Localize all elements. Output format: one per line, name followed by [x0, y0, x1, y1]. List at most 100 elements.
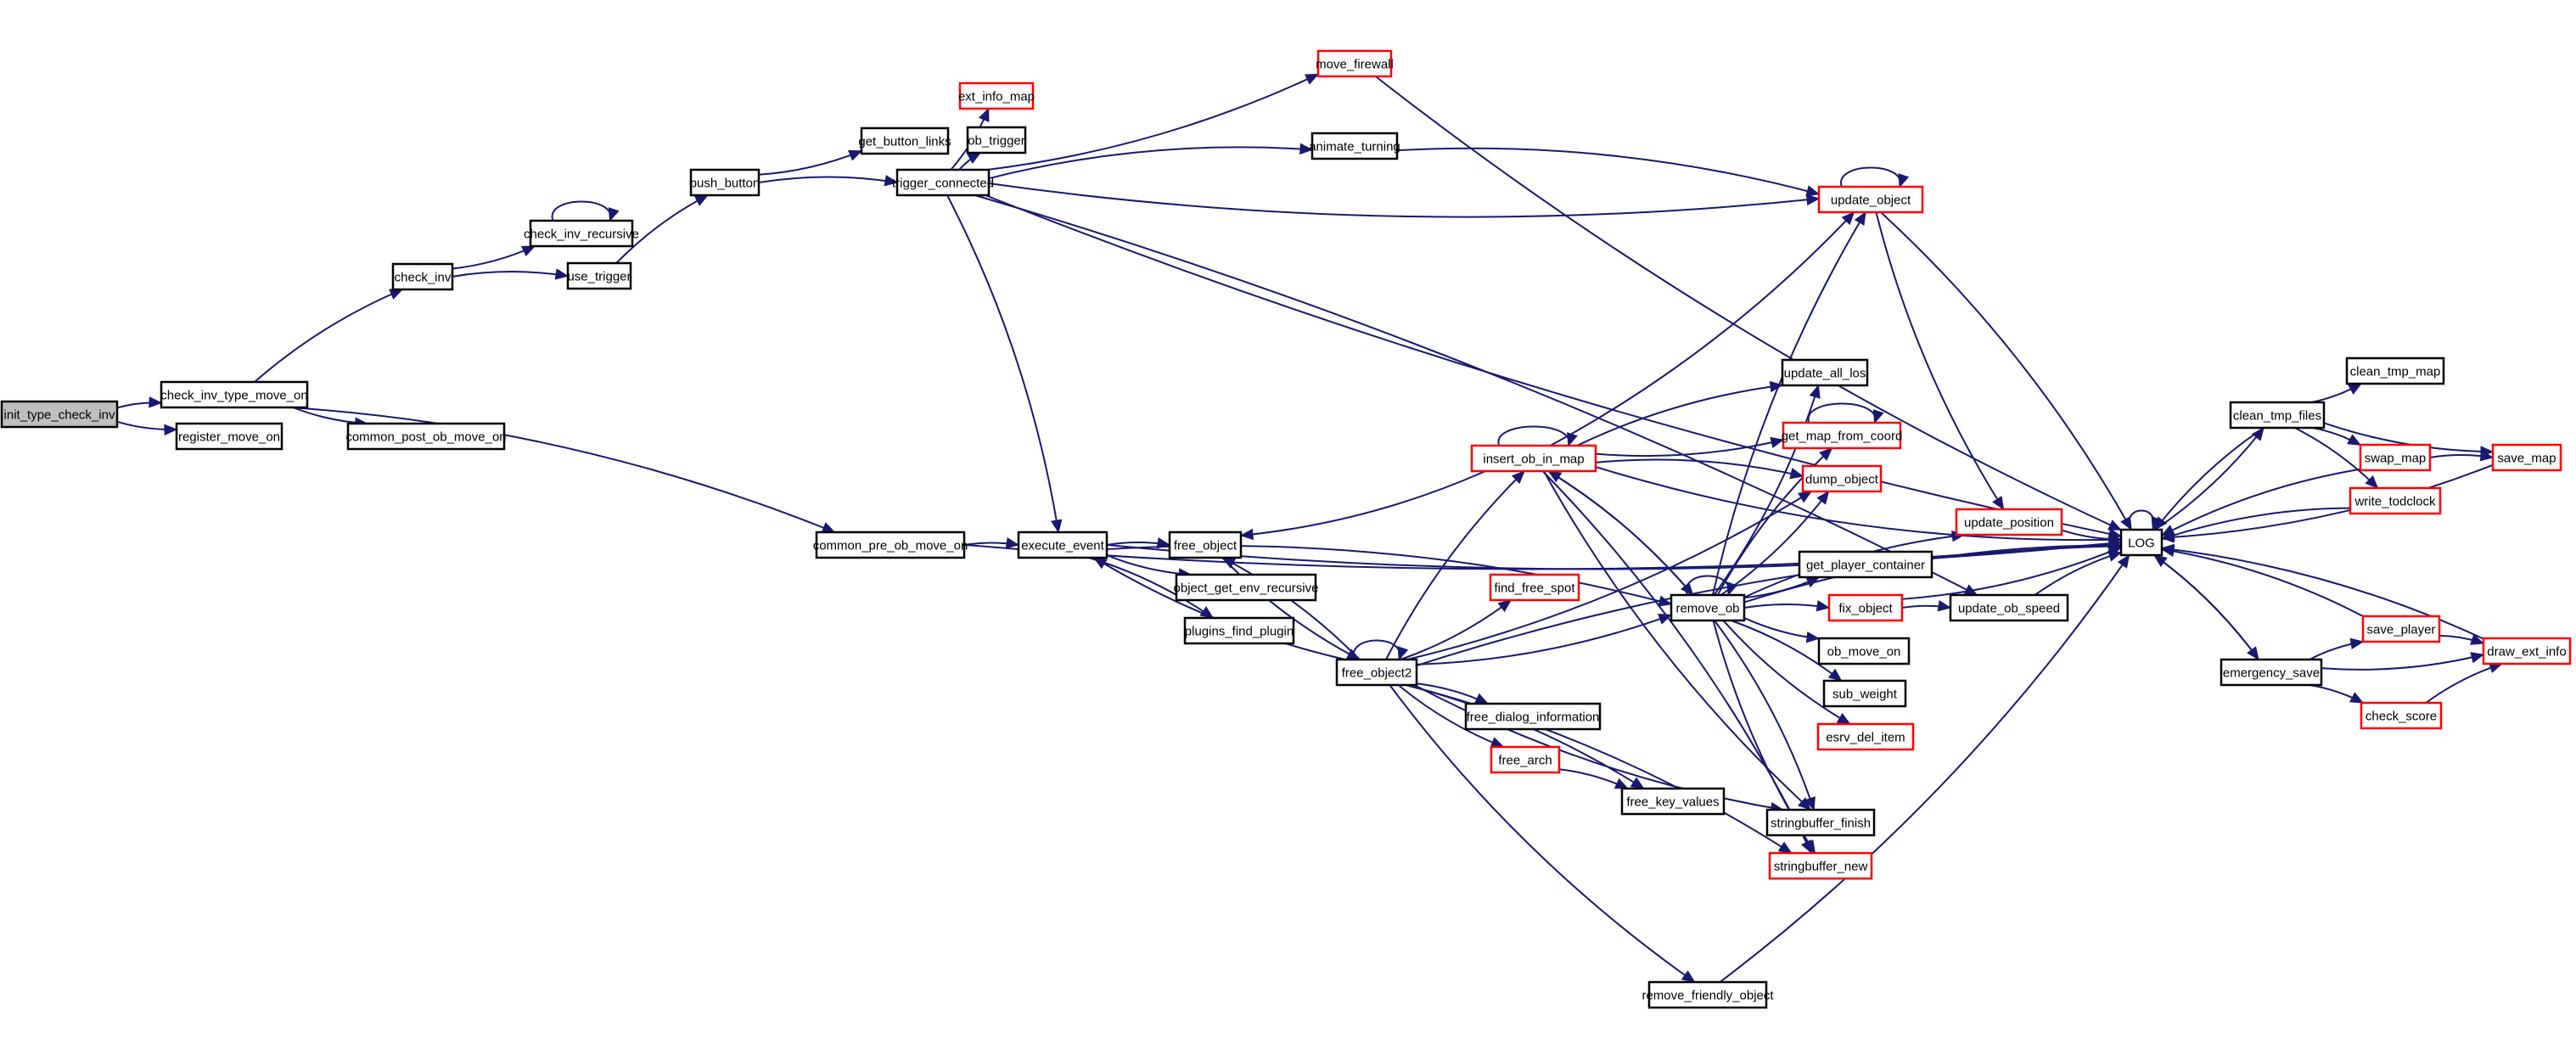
node-box-execute_event[interactable] [1017, 531, 1108, 559]
node-box-find_free_spot[interactable] [1489, 573, 1580, 602]
node-stringbuffer_new[interactable]: stringbuffer_new [1768, 851, 1873, 880]
node-box-common_pre_ob_move_on[interactable] [815, 531, 966, 559]
node-update_position[interactable]: update_position [1955, 508, 2063, 536]
node-find_free_spot[interactable]: find_free_spot [1489, 573, 1580, 602]
node-free_object[interactable]: free_object [1168, 531, 1243, 559]
node-save_player[interactable]: save_player [2361, 615, 2441, 643]
node-box-clean_tmp_files[interactable] [2229, 401, 2326, 430]
node-sub_weight[interactable]: sub_weight [1822, 679, 1907, 708]
node-box-register_move_on[interactable] [175, 422, 283, 451]
node-box-check_inv_type_move_on[interactable] [160, 380, 309, 409]
node-box-free_object2[interactable] [1335, 658, 1418, 687]
node-emergency_save[interactable]: emergency_save [2220, 658, 2323, 687]
node-esrv_del_item[interactable]: esrv_del_item [1816, 722, 1915, 751]
node-box-remove_friendly_object[interactable] [1647, 980, 1768, 1009]
node-box-free_object[interactable] [1168, 531, 1243, 559]
node-box-check_inv_recursive[interactable] [529, 219, 634, 248]
node-free_object2[interactable]: free_object2 [1335, 658, 1418, 687]
node-fix_object[interactable]: fix_object [1827, 593, 1904, 622]
node-box-update_object[interactable] [1817, 185, 1924, 214]
node-ext_info_map[interactable]: ext_info_map [958, 81, 1035, 110]
node-swap_map[interactable]: swap_map [2359, 443, 2432, 472]
node-box-animate_turning[interactable] [1310, 132, 1399, 160]
node-register_move_on[interactable]: register_move_on [175, 422, 283, 451]
node-move_firewall[interactable]: move_firewall [1316, 49, 1394, 78]
node-box-LOG[interactable] [2119, 528, 2164, 557]
node-box-insert_ob_in_map[interactable] [1470, 444, 1597, 473]
node-common_pre_ob_move_on[interactable]: common_pre_ob_move_on [813, 531, 968, 559]
node-box-check_inv[interactable] [391, 262, 454, 291]
node-box-ob_move_on[interactable] [1817, 637, 1911, 665]
node-draw_ext_info[interactable]: draw_ext_info [2482, 637, 2572, 665]
node-get_player_container[interactable]: get_player_container [1798, 550, 1933, 579]
node-box-free_arch[interactable] [1490, 745, 1561, 774]
node-update_object[interactable]: update_object [1817, 185, 1924, 214]
node-execute_event[interactable]: execute_event [1017, 531, 1108, 559]
node-ob_trigger[interactable]: ob_trigger [966, 126, 1027, 154]
node-animate_turning[interactable]: animate_turning [1309, 132, 1400, 160]
node-LOG[interactable]: LOG [2119, 528, 2164, 557]
node-box-use_trigger[interactable] [566, 261, 632, 290]
node-free_dialog_information[interactable]: free_dialog_information [1464, 702, 1602, 731]
node-free_key_values[interactable]: free_key_values [1620, 787, 1726, 816]
node-box-free_dialog_information[interactable] [1464, 702, 1602, 731]
node-init_type_check_inv[interactable]: init_type_check_inv [0, 400, 119, 429]
node-save_map[interactable]: save_map [2491, 443, 2562, 472]
node-box-move_firewall[interactable] [1316, 49, 1393, 78]
node-free_arch[interactable]: free_arch [1490, 745, 1561, 774]
node-box-esrv_del_item[interactable] [1816, 722, 1915, 751]
node-box-save_map[interactable] [2491, 443, 2562, 472]
node-push_button[interactable]: push_button [689, 168, 760, 197]
node-box-trigger_connected[interactable] [895, 168, 991, 197]
node-box-plugins_find_plugin[interactable] [1183, 616, 1295, 645]
node-box-write_todclock[interactable] [2349, 486, 2442, 515]
node-insert_ob_in_map[interactable]: insert_ob_in_map [1470, 444, 1597, 473]
node-box-update_all_los[interactable] [1781, 358, 1869, 387]
node-check_inv_type_move_on[interactable]: check_inv_type_move_on [160, 380, 309, 409]
node-use_trigger[interactable]: use_trigger [566, 261, 632, 290]
node-box-save_player[interactable] [2361, 615, 2441, 643]
node-box-emergency_save[interactable] [2220, 658, 2323, 687]
node-box-stringbuffer_finish[interactable] [1765, 808, 1876, 837]
node-check_score[interactable]: check_score [2360, 701, 2443, 730]
node-dump_object[interactable]: dump_object [1801, 464, 1883, 493]
node-box-check_score[interactable] [2360, 701, 2443, 730]
node-clean_tmp_files[interactable]: clean_tmp_files [2229, 401, 2326, 430]
node-box-push_button[interactable] [689, 168, 760, 197]
node-box-init_type_check_inv[interactable] [0, 400, 119, 429]
node-box-sub_weight[interactable] [1822, 679, 1907, 708]
node-remove_friendly_object[interactable]: remove_friendly_object [1642, 980, 1774, 1009]
node-box-ext_info_map[interactable] [958, 81, 1035, 110]
node-ob_move_on[interactable]: ob_move_on [1817, 637, 1911, 665]
node-update_ob_speed[interactable]: update_ob_speed [1949, 593, 2069, 622]
node-box-remove_ob[interactable] [1670, 593, 1746, 622]
node-remove_ob[interactable]: remove_ob [1670, 593, 1746, 622]
node-box-get_player_container[interactable] [1798, 550, 1933, 579]
node-update_all_los[interactable]: update_all_los [1781, 358, 1869, 387]
node-box-common_post_ob_move_on[interactable] [346, 422, 506, 451]
node-box-ob_trigger[interactable] [966, 126, 1027, 154]
node-box-stringbuffer_new[interactable] [1768, 851, 1873, 880]
node-get_map_from_coord[interactable]: get_map_from_coord [1782, 421, 1903, 450]
node-plugins_find_plugin[interactable]: plugins_find_plugin [1183, 616, 1295, 645]
node-common_post_ob_move_on[interactable]: common_post_ob_move_on [345, 422, 507, 451]
node-check_inv_recursive[interactable]: check_inv_recursive [524, 219, 639, 248]
node-clean_tmp_map[interactable]: clean_tmp_map [2345, 357, 2445, 385]
node-box-get_button_links[interactable] [860, 126, 950, 155]
node-write_todclock[interactable]: write_todclock [2349, 486, 2442, 515]
node-get_button_links[interactable]: get_button_links [858, 126, 951, 155]
node-box-swap_map[interactable] [2359, 443, 2432, 472]
node-check_inv[interactable]: check_inv [391, 262, 454, 291]
node-box-fix_object[interactable] [1827, 593, 1904, 622]
node-box-get_map_from_coord[interactable] [1782, 421, 1902, 450]
node-box-update_position[interactable] [1955, 508, 2063, 536]
node-box-clean_tmp_map[interactable] [2345, 357, 2445, 385]
node-box-object_get_env_recursive[interactable] [1175, 573, 1317, 602]
node-box-draw_ext_info[interactable] [2482, 637, 2572, 665]
node-box-update_ob_speed[interactable] [1949, 593, 2069, 622]
node-box-dump_object[interactable] [1801, 464, 1883, 493]
node-box-free_key_values[interactable] [1620, 787, 1726, 816]
node-trigger_connected[interactable]: trigger_connected [892, 168, 994, 197]
node-stringbuffer_finish[interactable]: stringbuffer_finish [1765, 808, 1876, 837]
node-object_get_env_recursive[interactable]: object_get_env_recursive [1174, 573, 1319, 602]
